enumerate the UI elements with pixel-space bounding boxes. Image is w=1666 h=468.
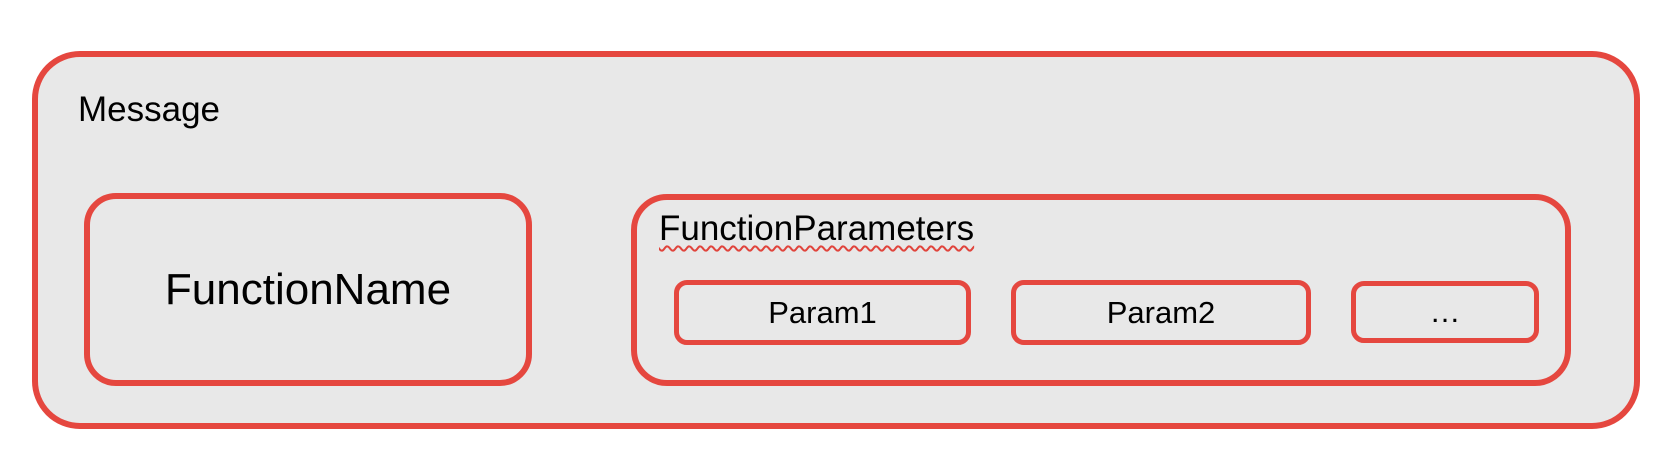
param2-box: Param2 bbox=[1011, 280, 1311, 345]
param-ellipsis-box: … bbox=[1351, 281, 1539, 343]
param1-box: Param1 bbox=[674, 280, 971, 345]
function-parameters-box: FunctionParameters Param1 Param2 … bbox=[631, 194, 1571, 386]
message-label: Message bbox=[78, 90, 221, 129]
function-parameters-label-text: FunctionParameters bbox=[659, 209, 975, 248]
message-container-box: Message FunctionName FunctionParameters … bbox=[32, 51, 1640, 429]
function-parameters-label: FunctionParameters bbox=[659, 209, 974, 249]
function-name-label: FunctionName bbox=[164, 264, 452, 314]
function-name-box: FunctionName bbox=[84, 193, 532, 386]
